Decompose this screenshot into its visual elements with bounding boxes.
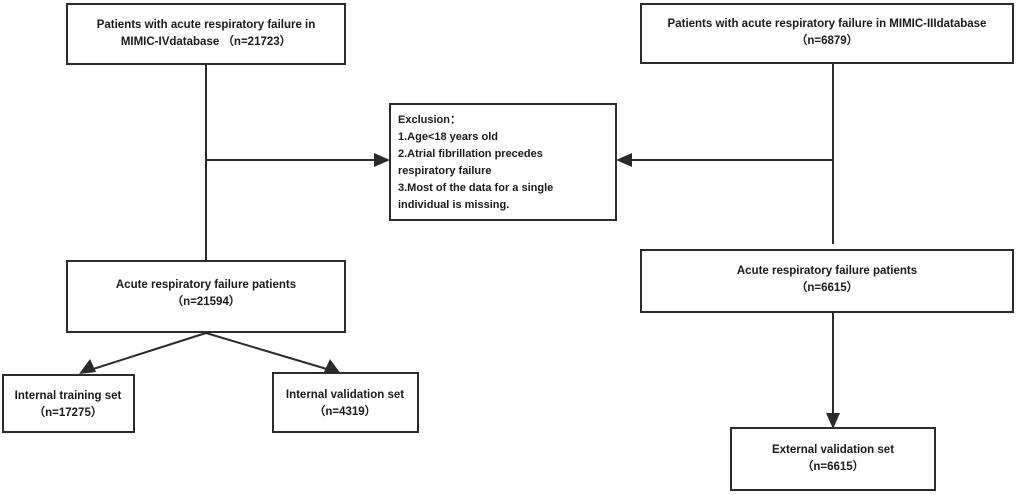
internal-cohort-node: Acute respiratory failure patients （n=21… (66, 260, 346, 333)
mimic-iv-source-line-1: Patients with acute respiratory failure … (97, 19, 316, 31)
mimic-iv-source-node: Patients with acute respiratory failure … (66, 3, 346, 65)
external-cohort-box (640, 249, 1014, 313)
mimic-iii-source-box (640, 3, 1014, 64)
exclusion-line-5: 3.Most of the data for a single (398, 182, 553, 194)
arrowhead-left-to-exclusion (374, 153, 390, 167)
exclusion-line-6: individual is missing. (398, 199, 509, 211)
external-validation-set-box (730, 427, 936, 491)
connector-cohort-to-internal-validation (205, 332, 331, 371)
training-set-line-1: Internal training set (15, 390, 122, 402)
exclusion-line-4: respiratory failure (398, 165, 492, 177)
internal-cohort-box (66, 260, 346, 333)
exclusion-criteria-box (389, 103, 617, 221)
mimic-iii-source-line-1: Patients with acute respiratory failure … (668, 18, 987, 30)
internal-validation-set-node: Internal validation set （n=4319） (272, 372, 419, 433)
connector-group (79, 63, 840, 429)
external-cohort-line-1: Acute respiratory failure patients (737, 265, 917, 277)
mimic-iii-source-node: Patients with acute respiratory failure … (640, 3, 1014, 64)
internal-validation-line-1: Internal validation set (286, 389, 404, 401)
internal-cohort-line-2: （n=21594） (172, 294, 241, 308)
connector-cohort-to-training (89, 332, 207, 371)
mimic-iii-source-line-2: （n=6879） (796, 33, 858, 47)
external-cohort-node: Acute respiratory failure patients （n=66… (640, 249, 1014, 313)
internal-cohort-line-1: Acute respiratory failure patients (116, 279, 296, 291)
internal-validation-line-2: （n=4319） (314, 404, 376, 418)
arrowhead-right-to-exclusion (616, 153, 632, 167)
exclusion-line-2: 1.Age<18 years old (398, 131, 498, 143)
exclusion-line-1: Exclusion： (398, 114, 461, 126)
arrowhead-to-external-validation (826, 413, 840, 429)
internal-validation-set-box (272, 372, 419, 433)
external-validation-line-2: （n=6615） (802, 459, 864, 473)
training-set-line-2: （n=17275） (34, 405, 103, 419)
external-cohort-line-2: （n=6615） (796, 280, 858, 294)
exclusion-criteria-node: Exclusion： 1.Age<18 years old 2.Atrial f… (389, 103, 617, 221)
external-validation-set-node: External validation set （n=6615） (730, 427, 936, 491)
internal-training-set-node: Internal training set （n=17275） (2, 374, 135, 433)
exclusion-line-3: 2.Atrial fibrillation precedes (398, 148, 543, 160)
arrowhead-to-training-set (79, 359, 96, 374)
arrowhead-to-internal-validation (324, 359, 341, 374)
mimic-iv-source-box (66, 3, 346, 65)
internal-training-set-box (2, 374, 135, 433)
external-validation-line-1: External validation set (772, 444, 894, 456)
mimic-iv-source-line-2: MIMIC-IVdatabase （n=21723） (121, 34, 291, 48)
